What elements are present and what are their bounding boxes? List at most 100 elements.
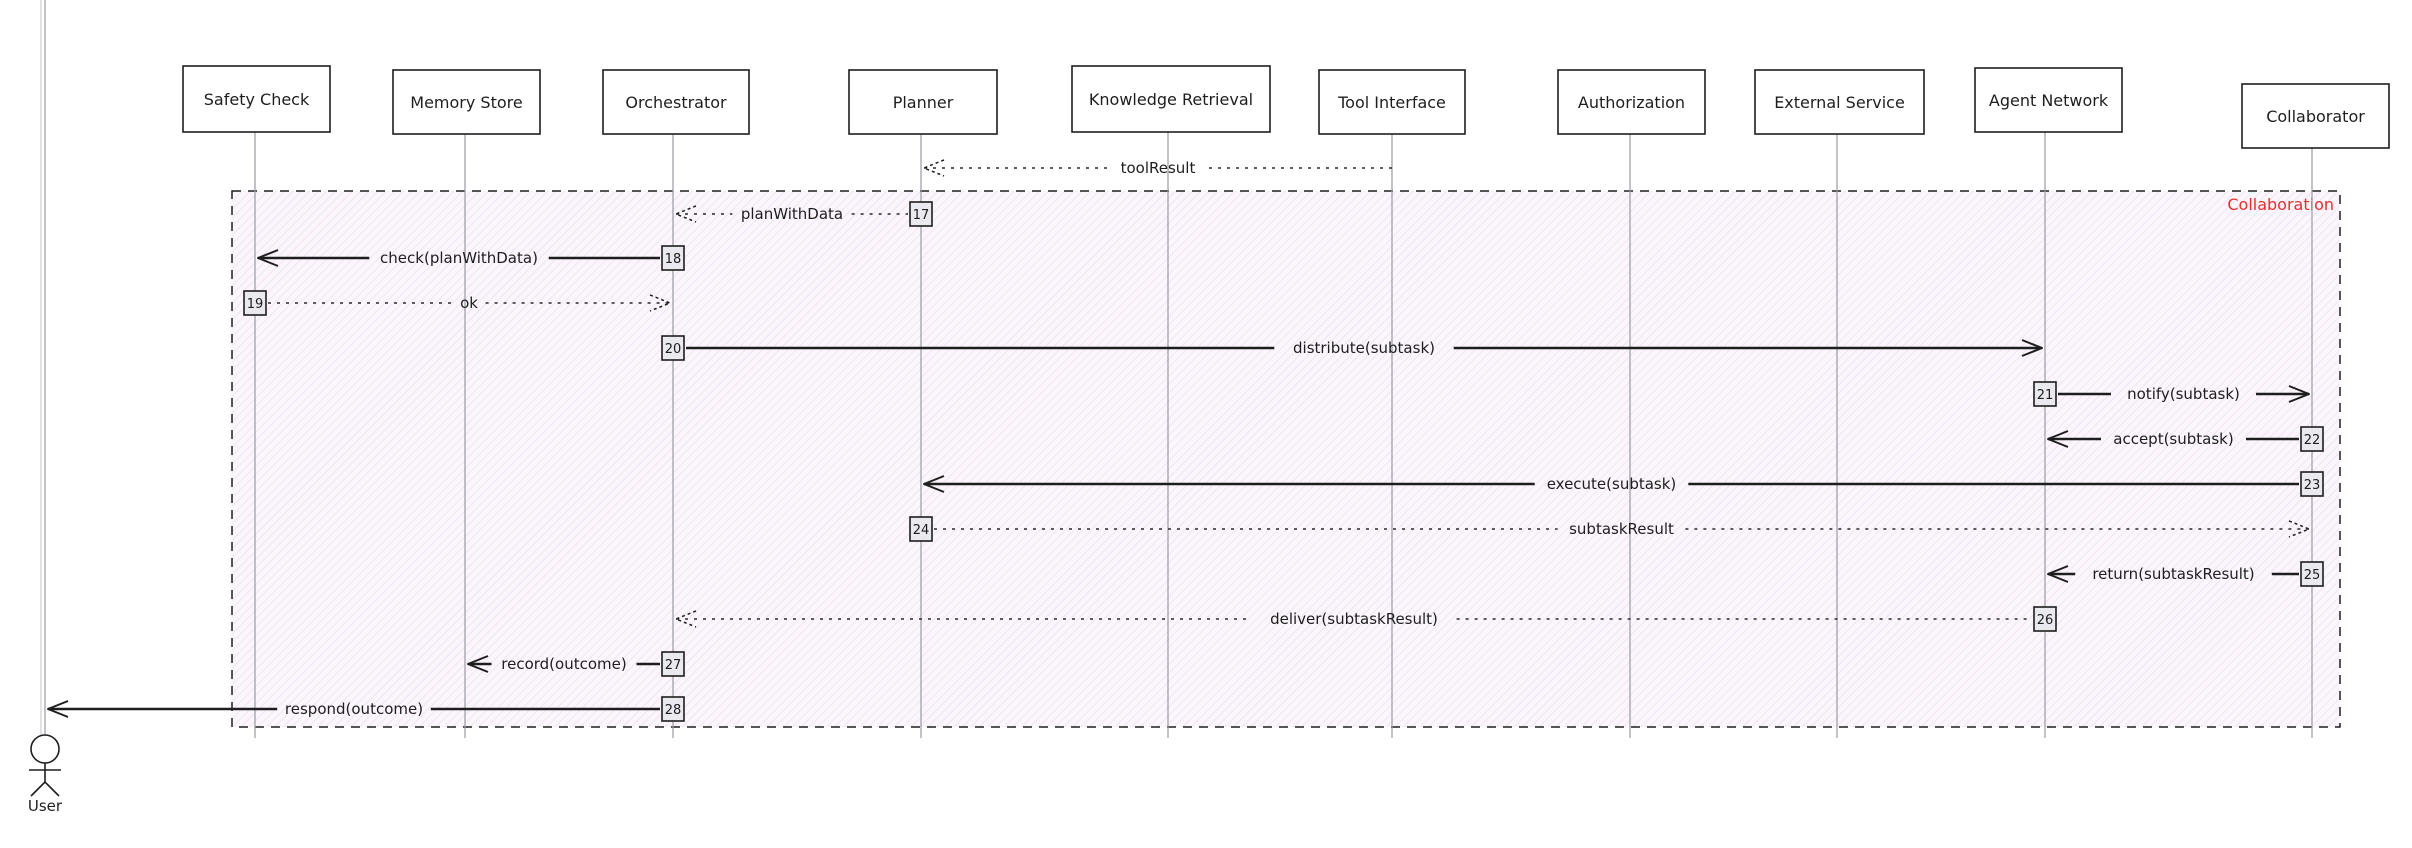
arrowhead (257, 249, 279, 267)
message-label: planWithData (741, 205, 843, 223)
participant-box (1071, 65, 1271, 133)
seq-number: 20 (665, 342, 682, 357)
arrowhead (2047, 565, 2069, 583)
message-24: subtaskResult 24 (909, 516, 2310, 542)
seq-number-box (243, 290, 267, 316)
participant-label: Memory Store (410, 93, 522, 112)
message-label: return(subtaskResult) (2092, 565, 2254, 583)
lifelines (40, 0, 2313, 738)
participant-label: External Service (1774, 93, 1905, 112)
seq-number: 25 (2304, 568, 2321, 583)
arrowhead (2288, 385, 2310, 403)
participant-box (1974, 67, 2123, 133)
seq-number: 28 (665, 703, 682, 718)
participant-label: Collaborator (2266, 107, 2365, 126)
arrowhead (2021, 339, 2043, 357)
arrowhead (467, 655, 489, 673)
frame-title: Collaboration (2227, 195, 2334, 214)
participant-label: Knowledge Retrieval (1089, 90, 1253, 109)
message-label: execute(subtask) (1547, 475, 1677, 493)
message-label: deliver(subtaskResult) (1270, 610, 1438, 628)
participant-knowledge: Knowledge Retrieval (1071, 65, 1271, 133)
message-23: execute(subtask) 23 (923, 471, 2324, 497)
message-28: respond(outcome) 28 (47, 696, 685, 722)
seq-number: 18 (665, 252, 682, 267)
arrowhead (923, 159, 945, 177)
participant-box (848, 69, 998, 135)
message-label: notify(subtask) (2127, 385, 2240, 403)
participant-orch: Orchestrator (602, 69, 750, 135)
participant-label: Planner (893, 93, 954, 112)
message-21: notify(subtask) 21 (2033, 381, 2310, 407)
participant-label: Safety Check (204, 90, 310, 109)
participant-external: External Service (1754, 69, 1925, 135)
participant-box (1754, 69, 1925, 135)
seq-number: 17 (913, 208, 930, 223)
message-17: planWithData 17 (675, 201, 933, 227)
seq-number-box (2300, 561, 2324, 587)
arrowhead (675, 610, 697, 628)
seq-number-box (2033, 381, 2057, 407)
seq-number: 24 (913, 523, 930, 538)
participant-tool: Tool Interface (1318, 69, 1466, 135)
seq-number: 27 (665, 658, 682, 673)
arrowhead (2047, 430, 2069, 448)
message-27: record(outcome) 27 (467, 651, 685, 677)
participant-agentnet: Agent Network (1974, 67, 2123, 133)
participant-label: Agent Network (1989, 91, 2109, 110)
message-18: check(planWithData) 18 (257, 245, 685, 271)
participant-memory: Memory Store (392, 69, 541, 135)
actor-head (30, 734, 60, 764)
seq-number: 22 (2304, 433, 2321, 448)
message-25: return(subtaskResult) 25 (2047, 561, 2324, 587)
seq-number: 19 (247, 297, 264, 312)
actor-label: User (28, 797, 63, 815)
arrowhead (47, 700, 69, 718)
message-result: toolResult (923, 159, 1392, 177)
collaboration-frame: Collaboration (231, 190, 2341, 728)
arrowhead (649, 294, 671, 312)
participants: Safety Check Memory Store Orchestrator Plan… (182, 65, 2390, 149)
messages: toolResult planWithData 17 check(planWithDa… (47, 159, 2324, 722)
message-19: ok 19 (243, 290, 671, 316)
seq-number-box (2033, 606, 2057, 632)
message-20: distribute(subtask) 20 (661, 335, 2043, 361)
seq-number: 23 (2304, 478, 2321, 493)
message-label: distribute(subtask) (1293, 339, 1435, 357)
participant-box (1318, 69, 1466, 135)
seq-number: 21 (2037, 388, 2054, 403)
message-label: record(outcome) (501, 655, 626, 673)
seq-number-box (661, 335, 685, 361)
message-label: check(planWithData) (380, 249, 538, 267)
participant-label: Tool Interface (1337, 93, 1446, 112)
message-label: ok (460, 294, 478, 312)
participant-box (2241, 83, 2390, 149)
seq-number-box (909, 201, 933, 227)
participant-box (602, 69, 750, 135)
message-label: subtaskResult (1569, 520, 1674, 538)
arrowhead (2288, 520, 2310, 538)
actor-user: User (28, 734, 63, 815)
message-22: accept(subtask) 22 (2047, 426, 2324, 452)
actor-legs (30, 780, 60, 797)
seq-number-box (909, 516, 933, 542)
participant-box (392, 69, 541, 135)
seq-number-box (2300, 471, 2324, 497)
message-26: deliver(subtaskResult)26 (675, 606, 2057, 632)
participant-label: Orchestrator (625, 93, 727, 112)
participant-label: Authorization (1578, 93, 1685, 112)
participant-auth: Authorization (1557, 69, 1706, 135)
seq-number-box (661, 245, 685, 271)
participant-safety: Safety Check (182, 65, 331, 133)
participant-planner: Planner (848, 69, 998, 135)
arrowhead (675, 205, 697, 223)
seq-number-box (2300, 426, 2324, 452)
seq-number-box (661, 651, 685, 677)
participant-box (182, 65, 331, 133)
participant-box (1557, 69, 1706, 135)
message-label: accept(subtask) (2113, 430, 2233, 448)
message-label: respond(outcome) (285, 700, 423, 718)
arrowhead (923, 475, 945, 493)
participant-collab: Collaborator (2241, 83, 2390, 149)
